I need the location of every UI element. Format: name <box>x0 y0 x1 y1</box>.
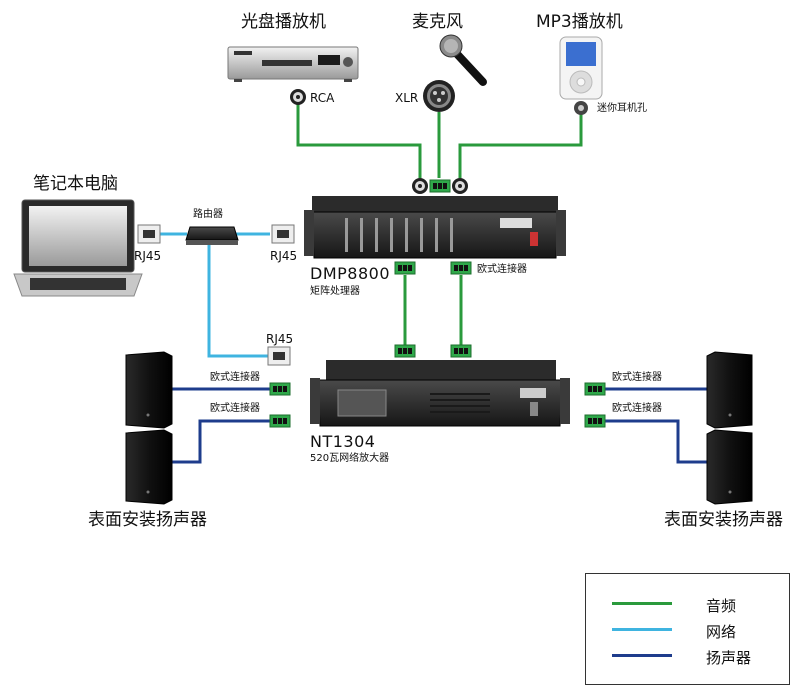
dmp8800-unit-icon <box>304 196 566 259</box>
speakers-left-title: 表面安装扬声器 <box>88 510 207 530</box>
xlr-jack-icon <box>423 80 455 112</box>
microphone-icon <box>439 34 487 86</box>
dmp-model: DMP8800 <box>310 264 390 283</box>
speaker-left-bottom-icon <box>125 429 173 505</box>
dmp-subtitle: 矩阵处理器 <box>310 286 360 297</box>
nt1304-unit-icon <box>310 360 570 427</box>
router-icon <box>185 226 239 245</box>
legend-swatch-network <box>612 628 672 631</box>
amp-right-connector-2-label: 欧式连接器 <box>612 403 662 414</box>
cd-player-icon <box>227 46 359 82</box>
xlr-label: XLR <box>395 91 419 105</box>
mp3-audio-line <box>458 113 583 178</box>
legend-label-audio: 音频 <box>706 597 737 615</box>
amp-input-euroblock-2 <box>450 344 472 358</box>
amp-left-euroblock-2 <box>269 414 291 428</box>
speakers-right-title: 表面安装扬声器 <box>664 510 783 530</box>
dmp-connector-label: 欧式连接器 <box>477 264 527 275</box>
amp-subtitle: 520瓦网络放大器 <box>310 453 390 464</box>
speaker-left-top-icon <box>125 351 173 429</box>
audio-lines <box>296 104 583 345</box>
mini-jack-label: 迷你耳机孔 <box>597 103 647 114</box>
dmp-input-rca-left <box>412 178 428 194</box>
laptop-rj45-label: RJ45 <box>134 249 162 263</box>
microphone-title: 麦克风 <box>412 12 463 32</box>
amp-left-euroblock-1 <box>269 382 291 396</box>
mp3-player-icon <box>559 36 603 100</box>
router-title: 路由器 <box>193 209 223 220</box>
laptop-title: 笔记本电脑 <box>33 174 118 194</box>
dmp-output-euroblock-2 <box>450 261 472 275</box>
speaker-right-bottom-icon <box>706 429 753 505</box>
amp-model: NT1304 <box>310 432 376 451</box>
router-rj45-down-label: RJ45 <box>266 332 294 346</box>
router-rj45-right-icon <box>271 224 295 244</box>
legend-item-network: 网络 <box>586 618 789 641</box>
laptop-icon <box>13 199 143 297</box>
mini-jack-icon <box>574 101 588 115</box>
router-amp-line <box>207 245 268 358</box>
speaker-right-top-icon <box>706 351 753 429</box>
speaker-line-right-bottom <box>603 419 707 464</box>
speaker-line-left-bottom <box>172 419 270 464</box>
legend-swatch-audio <box>612 602 672 605</box>
amp-input-euroblock-1 <box>394 344 416 358</box>
cd-player-title: 光盘播放机 <box>241 12 326 32</box>
legend-item-audio: 音频 <box>586 592 789 615</box>
router-rj45-down-icon <box>267 346 291 366</box>
legend-label-network: 网络 <box>706 623 737 641</box>
amp-right-euroblock-1 <box>584 382 606 396</box>
speaker-lines <box>172 387 707 464</box>
amp-left-connector-2-label: 欧式连接器 <box>210 403 260 414</box>
rca-jack-icon <box>290 89 306 105</box>
legend-label-speaker: 扬声器 <box>706 649 752 667</box>
amp-right-euroblock-2 <box>584 414 606 428</box>
legend-item-speaker: 扬声器 <box>586 644 789 667</box>
amp-right-connector-1-label: 欧式连接器 <box>612 372 662 383</box>
rca-label: RCA <box>310 91 335 105</box>
network-lines <box>160 232 270 358</box>
dmp-input-rca-right <box>452 178 468 194</box>
legend-swatch-speaker <box>612 654 672 657</box>
dmp-input-euroblock <box>429 179 451 193</box>
amp-left-connector-1-label: 欧式连接器 <box>210 372 260 383</box>
laptop-rj45-icon <box>137 224 161 244</box>
dmp-output-euroblock-1 <box>394 261 416 275</box>
mp3-player-title: MP3播放机 <box>536 12 623 32</box>
legend: 音频 网络 扬声器 <box>585 573 790 685</box>
cd-audio-line <box>296 104 422 178</box>
router-rj45-right-label: RJ45 <box>270 249 298 263</box>
